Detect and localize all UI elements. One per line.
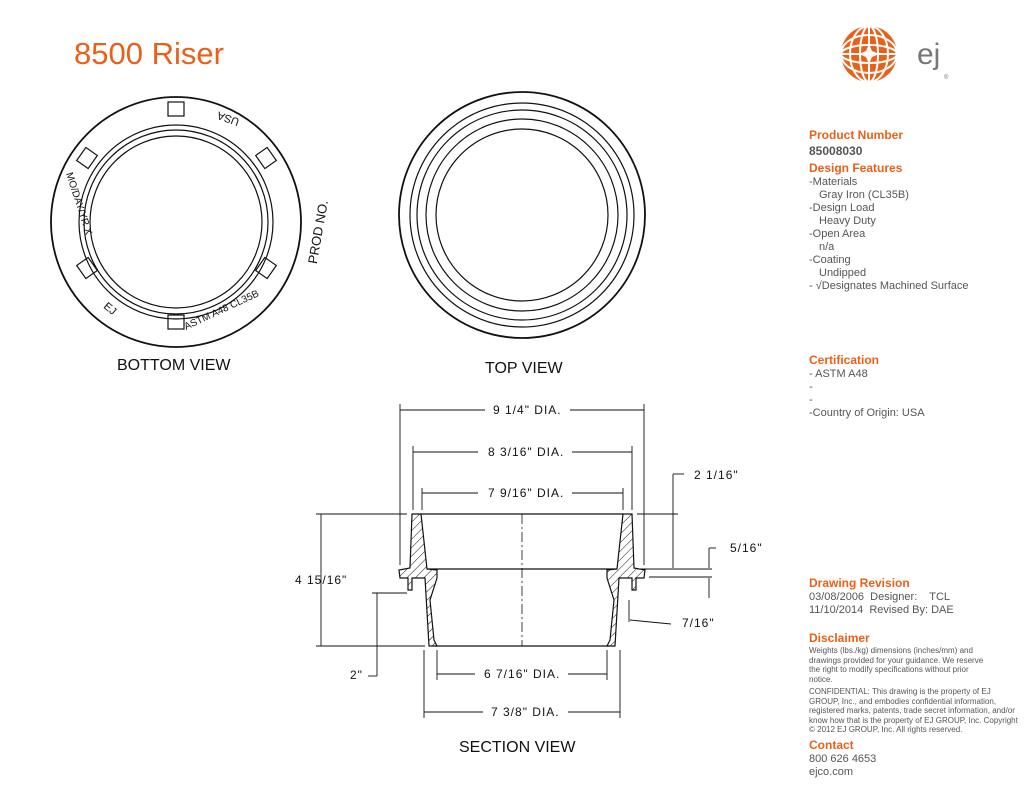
svg-text:2": 2" — [350, 668, 363, 682]
svg-text:9 1/4" DIA.: 9 1/4" DIA. — [493, 403, 562, 417]
page-title: 8500 Riser — [74, 36, 224, 71]
certification: Certification - ASTM A48- --Country of O… — [809, 353, 925, 419]
phone: 800 626 4653 — [809, 753, 877, 765]
ej-logo: ej ® — [840, 25, 949, 83]
svg-text:PROD NO.: PROD NO. — [305, 199, 331, 265]
top-view-label: TOP VIEW — [485, 360, 564, 377]
drawing: USA PROD NO. MO/DAY/YR X EJ ASTM A48 CL3… — [50, 91, 763, 756]
section-view: 9 1/4" DIA. 8 3/16" DIA. 7 9/16" DIA. 6 … — [295, 403, 763, 756]
bottom-view: USA PROD NO. MO/DAY/YR X EJ ASTM A48 CL3… — [50, 96, 331, 374]
drawing-revision: Drawing Revision 03/08/2006 Designer: TC… — [809, 576, 954, 616]
svg-text:7/16": 7/16" — [682, 616, 715, 630]
contact: Contact 800 626 4653 ejco.com — [809, 738, 877, 778]
section-view-label: SECTION VIEW — [459, 739, 576, 756]
svg-text:MO/DAY/YR X: MO/DAY/YR X — [63, 171, 94, 236]
logo-text: ej — [917, 38, 940, 71]
svg-text:6 7/16" DIA.: 6 7/16" DIA. — [484, 667, 560, 681]
svg-text:7 9/16" DIA.: 7 9/16" DIA. — [488, 486, 564, 500]
disclaimer: Disclaimer Weights (lbs./kg) dimensions … — [809, 631, 1018, 734]
svg-text:2 1/16": 2 1/16" — [694, 468, 739, 482]
product-panel: Product Number 85008030 Design Features … — [809, 128, 969, 292]
bottom-view-label: BOTTOM VIEW — [117, 357, 231, 374]
svg-text:USA: USA — [215, 108, 241, 127]
svg-text:4 15/16": 4 15/16" — [295, 573, 347, 587]
svg-text:EJ: EJ — [101, 300, 119, 317]
svg-text:5/16": 5/16" — [730, 541, 763, 555]
svg-text:®: ® — [944, 74, 949, 81]
top-view: TOP VIEW — [398, 91, 646, 377]
svg-text:8 3/16" DIA.: 8 3/16" DIA. — [488, 445, 564, 459]
svg-text:7 3/8" DIA.: 7 3/8" DIA. — [491, 705, 560, 719]
product-number: 85008030 — [809, 144, 863, 158]
lugs — [75, 101, 278, 330]
website-link[interactable]: ejco.com — [809, 766, 854, 778]
globe-icon — [840, 25, 898, 83]
